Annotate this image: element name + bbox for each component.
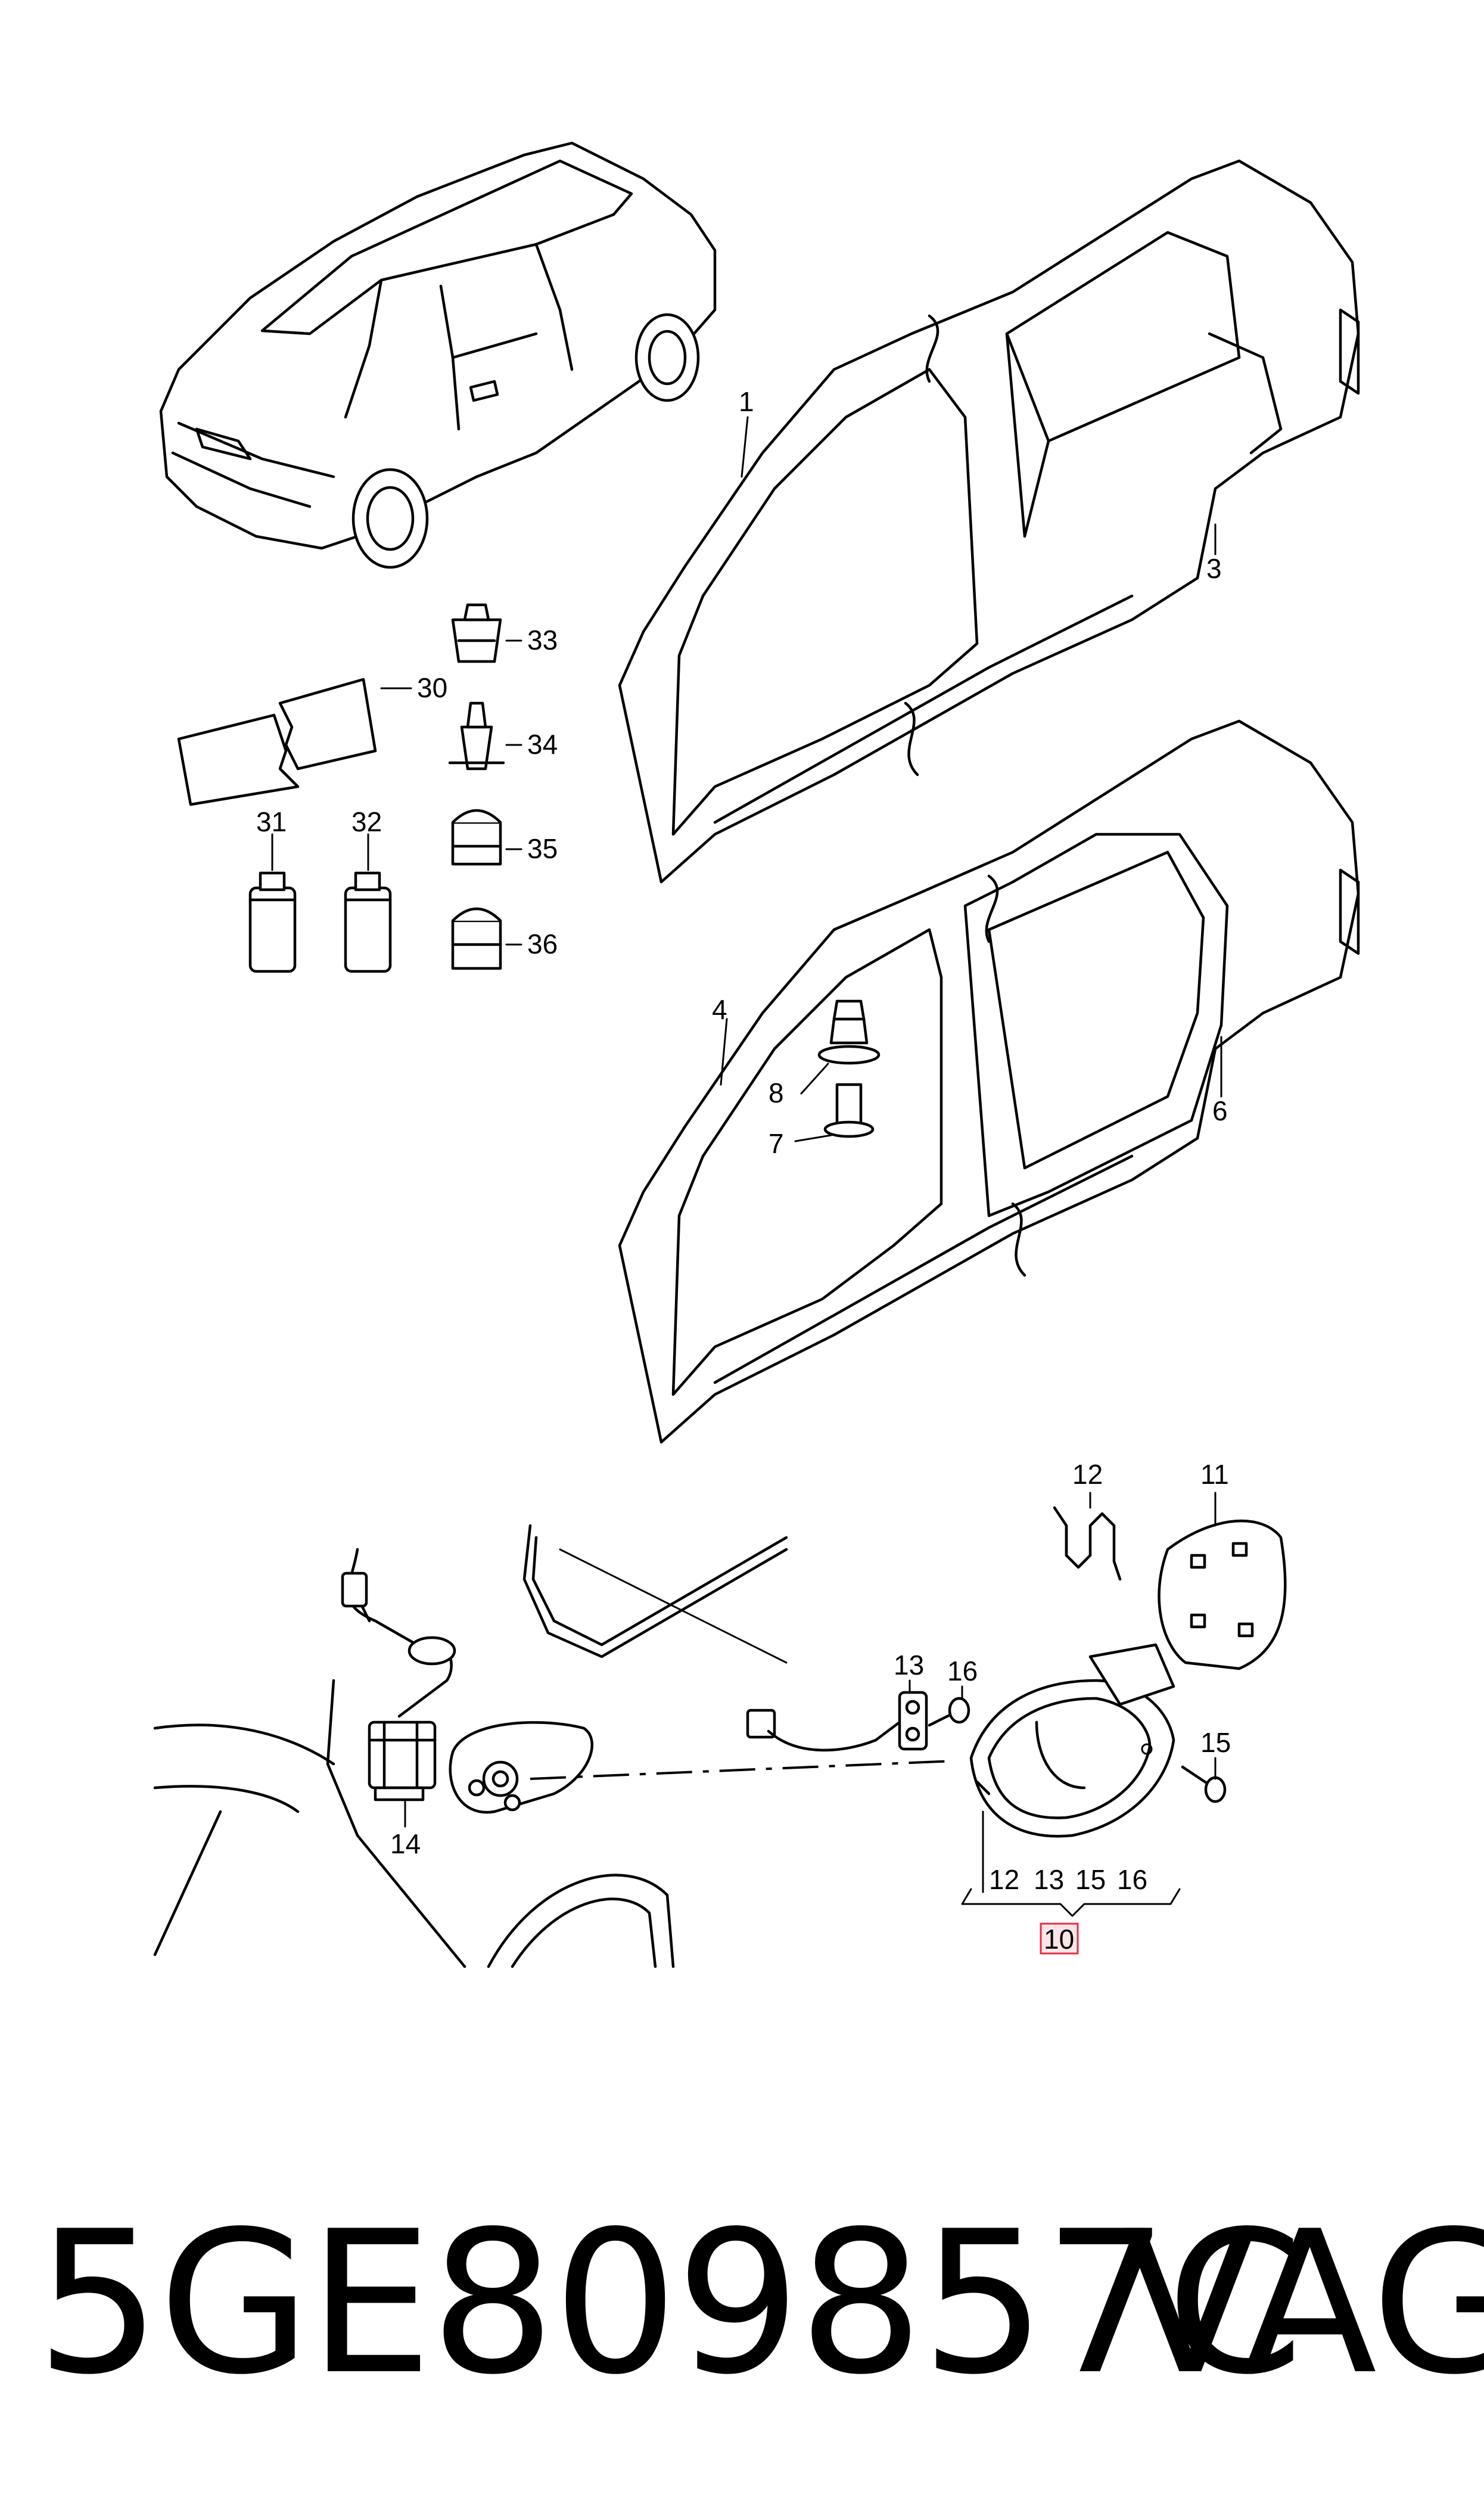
rear-body-contour <box>153 1524 788 1968</box>
callout-33: 33 <box>527 625 558 656</box>
kit-item-16: 16 <box>1117 1864 1147 1895</box>
side-panel-upper <box>618 159 1360 884</box>
callout-1: 1 <box>739 386 754 417</box>
connector-part-13 <box>746 1691 928 1752</box>
part-number: 5GE809857C <box>36 2189 1303 2418</box>
callout-3: 3 <box>1206 553 1222 584</box>
actuator-part-14 <box>341 1548 456 1801</box>
nut-part-36 <box>451 907 502 970</box>
parts-diagram: 1 3 4 6 7 8 30 31 32 33 34 35 36 12 11 1… <box>153 141 1360 1968</box>
fuel-flap-housing-part-10 <box>969 1643 1175 1838</box>
kit-item-12: 12 <box>989 1864 1019 1895</box>
cartridge-part-32 <box>344 871 392 973</box>
callout-10: 10 <box>1044 1924 1074 1955</box>
nut-part-35 <box>451 809 502 866</box>
callout-8: 8 <box>769 1077 784 1108</box>
callout-13: 13 <box>894 1650 924 1681</box>
clip-part-34 <box>448 701 505 771</box>
car-illustration <box>159 141 717 569</box>
callout-32: 32 <box>351 806 382 837</box>
screw-part-16 <box>928 1697 970 1727</box>
brand-label: VAG <box>1123 2189 1484 2418</box>
callout-6: 6 <box>1212 1095 1228 1126</box>
callout-11: 11 <box>1200 1459 1229 1490</box>
callout-labels: 1 3 4 6 7 8 30 31 32 33 34 35 36 12 11 1… <box>256 386 1231 1955</box>
flap-cover-part-11 <box>1158 1519 1287 1670</box>
kit-item-15: 15 <box>1075 1864 1106 1895</box>
tape-part-30 <box>177 678 377 806</box>
leader-lines <box>271 416 1222 1917</box>
callout-15: 15 <box>1200 1727 1231 1758</box>
callout-14: 14 <box>390 1828 421 1859</box>
callout-10-highlight <box>1040 1922 1079 1955</box>
pin-part-8 <box>817 999 881 1065</box>
screw-part-15 <box>1181 1765 1227 1803</box>
callout-34: 34 <box>527 729 558 760</box>
callout-7: 7 <box>769 1128 784 1159</box>
callout-31: 31 <box>256 806 287 837</box>
pin-part-7 <box>823 1083 875 1138</box>
callout-12: 12 <box>1072 1459 1103 1490</box>
cartridge-part-31 <box>248 871 297 973</box>
callout-30: 30 <box>417 672 447 703</box>
callout-35: 35 <box>527 833 558 864</box>
kit-item-13: 13 <box>1034 1864 1064 1895</box>
side-panel-lower <box>618 719 1360 1444</box>
spring-part-12 <box>1053 1506 1122 1581</box>
callout-16: 16 <box>947 1655 978 1686</box>
callout-4: 4 <box>712 994 727 1025</box>
callout-36: 36 <box>527 928 558 959</box>
flap-housing-installed <box>449 1721 954 1814</box>
clip-part-33 <box>451 603 502 663</box>
